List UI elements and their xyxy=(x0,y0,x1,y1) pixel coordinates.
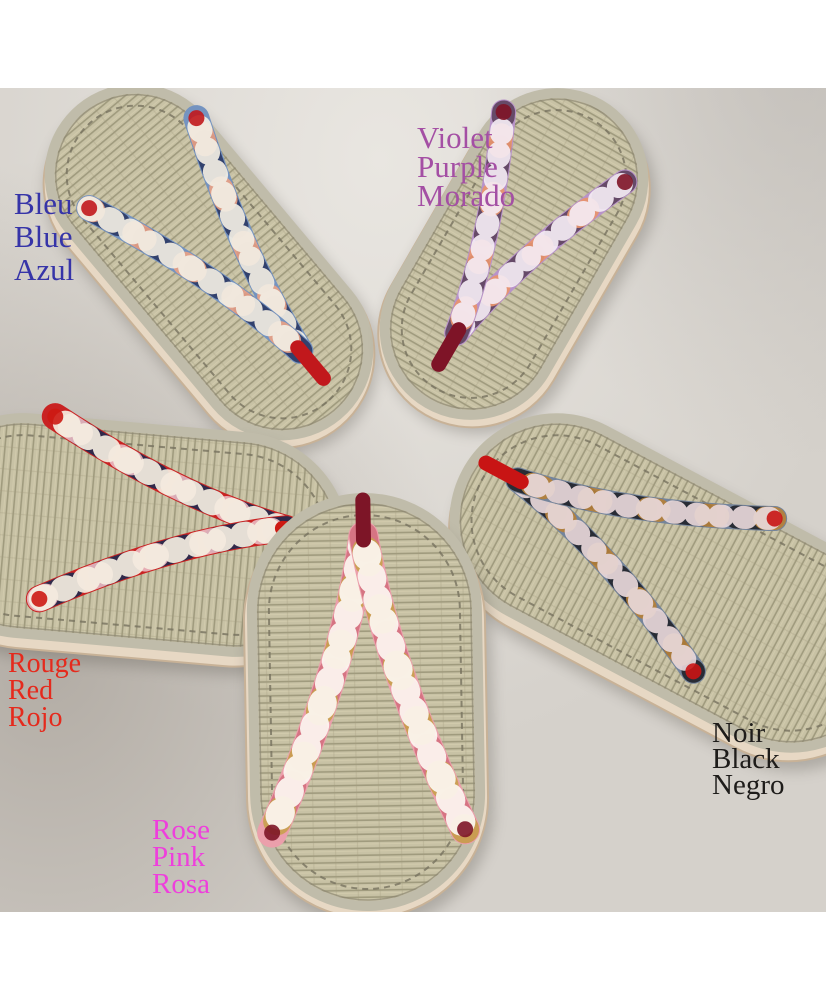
label-blue-fr: Bleu xyxy=(14,186,73,221)
blue-sandal-strap-anchor-velvet xyxy=(188,110,205,127)
blue-sandal-stitching xyxy=(65,104,353,420)
sandal-red xyxy=(0,403,353,676)
violet-sandal-strap-anchor-velvet xyxy=(495,103,512,120)
label-violet-en: Purple xyxy=(417,149,498,184)
label-black-fr: Noir xyxy=(712,717,766,749)
sandal-black xyxy=(448,413,826,771)
bottom-white-bar xyxy=(0,912,826,1000)
label-pink-es: Rosa xyxy=(152,868,210,900)
label-black-en: Black xyxy=(712,743,780,775)
red-sandal-strap-anchor-velvet xyxy=(47,408,64,425)
label-violet-fr: Violet xyxy=(417,120,493,155)
black-sandal-toe-post xyxy=(478,455,529,490)
black-sandal-strap-anchor-velvet xyxy=(685,663,702,680)
label-violet-es: Morado xyxy=(417,178,515,213)
top-white-bar xyxy=(0,0,826,88)
sandal-pink xyxy=(242,492,495,912)
label-red-en: Red xyxy=(8,675,53,706)
black-sandal-strap-right xyxy=(506,468,787,531)
pink-sandal-strap-anchor-velvet xyxy=(457,821,474,838)
label-blue-es: Azul xyxy=(14,252,74,287)
label-pink-fr: Rose xyxy=(152,814,210,846)
violet-sandal-strap-anchor-velvet xyxy=(616,173,633,190)
label-black-es: Negro xyxy=(712,769,784,801)
sandal-blue xyxy=(42,88,379,455)
violet-sandal-strap-right xyxy=(445,100,516,345)
pink-sandal-strap-anchor-velvet xyxy=(264,824,281,841)
blue-sandal-strap-right xyxy=(77,196,313,363)
label-violet: Violet Purple Morado xyxy=(417,120,515,213)
pink-sandal-toe-post xyxy=(355,492,372,548)
black-sandal-binding-edge xyxy=(459,423,826,743)
label-black: Noir Black Negro xyxy=(712,717,787,801)
blue-sandal-strap-anchor-velvet xyxy=(81,200,98,217)
blue-sandal-binding-edge xyxy=(54,93,364,431)
violet-sandal-toe-post xyxy=(431,322,467,372)
violet-sandal-binding-edge xyxy=(390,98,638,410)
label-blue-en: Blue xyxy=(14,219,73,254)
black-sandal-strap-anchor-velvet xyxy=(766,510,783,527)
pink-sandal-strap-right xyxy=(349,522,480,844)
sandal-violet xyxy=(377,88,657,434)
red-sandal-strap-anchor-velvet xyxy=(31,590,48,607)
label-red-es: Rojo xyxy=(8,702,62,733)
red-sandal-strap-right xyxy=(26,516,299,612)
label-red: Rouge Red Rojo xyxy=(8,648,88,733)
blue-sandal-toe-post xyxy=(290,340,331,386)
label-red-fr: Rouge xyxy=(8,648,81,679)
label-pink: Rose Pink Rosa xyxy=(152,814,217,900)
label-pink-en: Pink xyxy=(152,841,206,873)
label-blue: Bleu Blue Azul xyxy=(14,186,80,287)
